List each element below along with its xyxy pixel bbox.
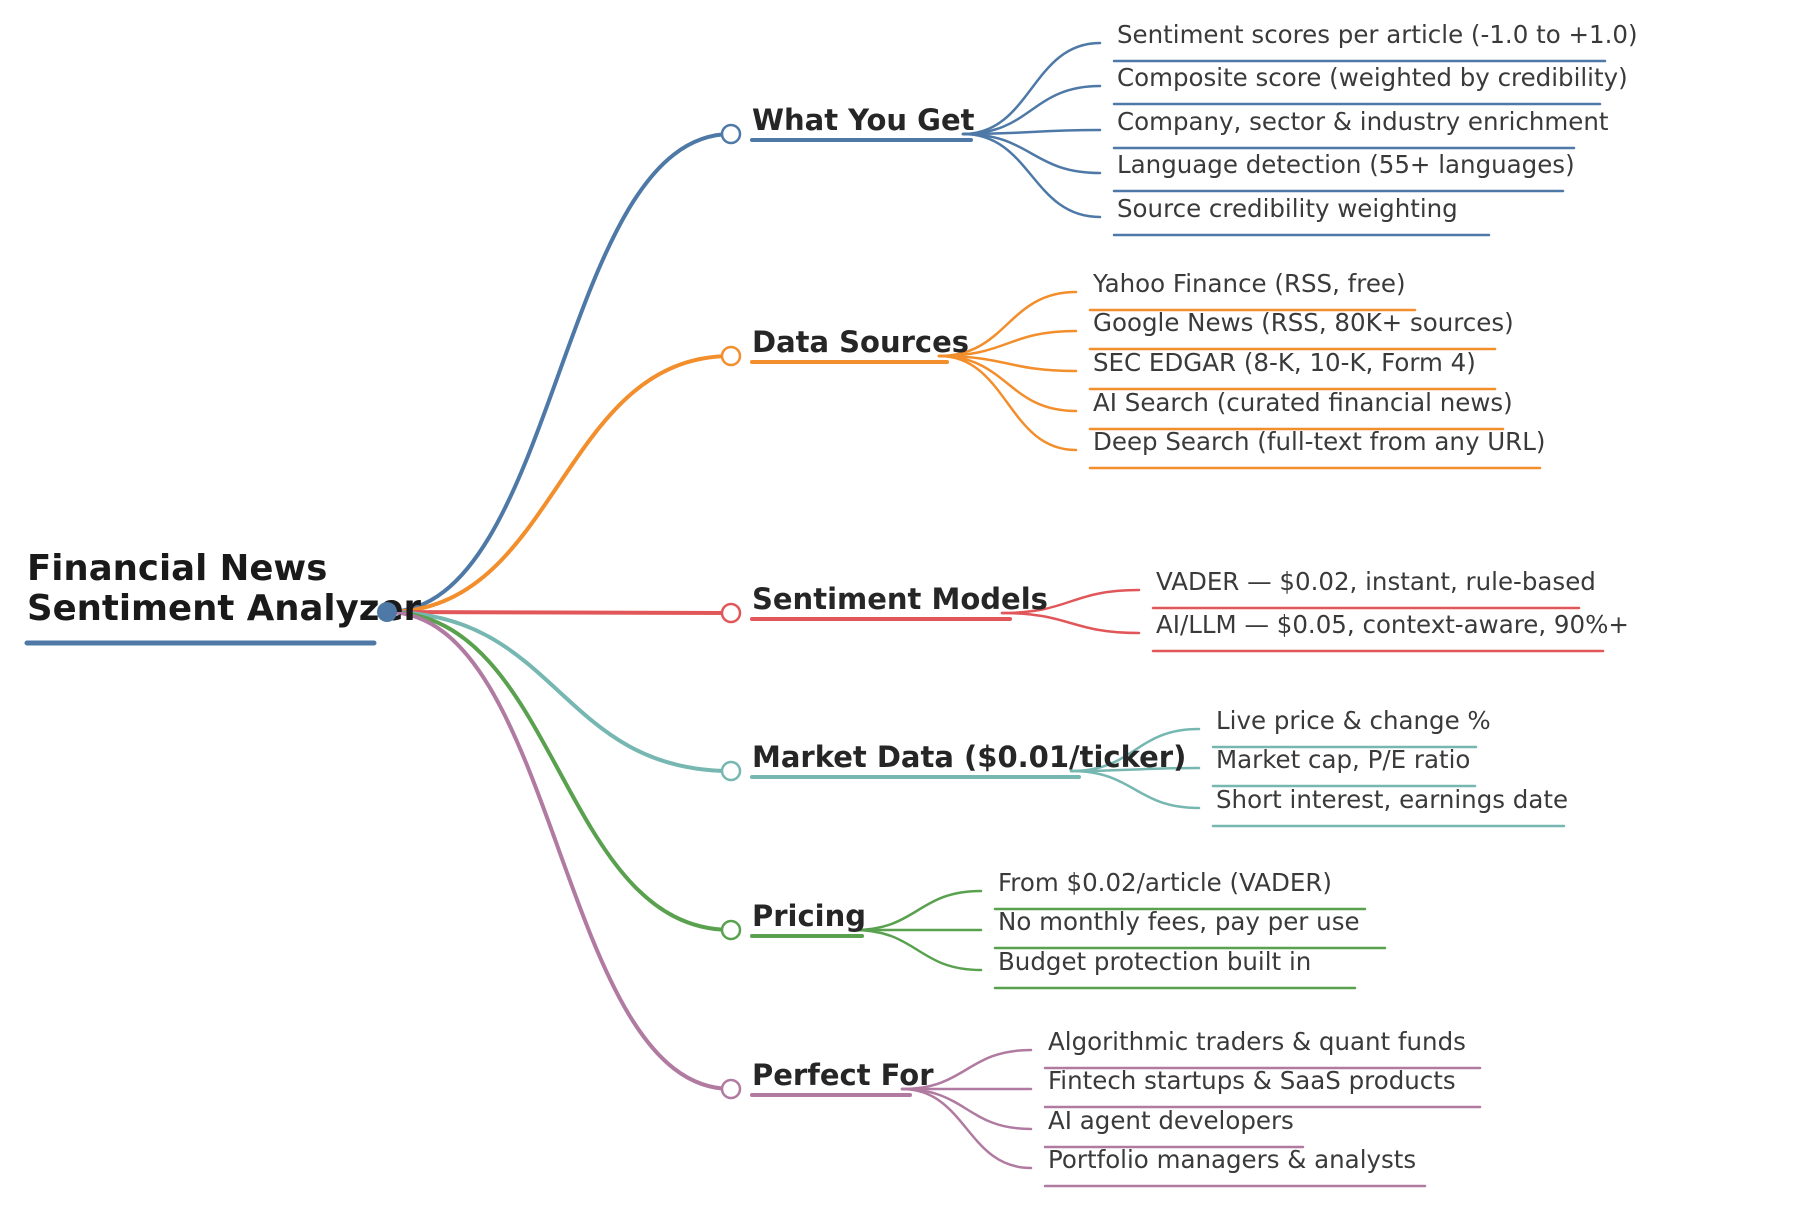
leaf-label-what-you-get: Composite score (weighted by credibility… <box>1117 63 1628 92</box>
leaf-label-what-you-get: Source credibility weighting <box>1117 194 1458 223</box>
leaf-label-what-you-get: Company, sector & industry enrichment <box>1117 107 1609 136</box>
leaf-label-what-you-get: Language detection (55+ languages) <box>1117 150 1575 179</box>
leaf-connector-data-sources <box>937 354 1078 452</box>
branch-label-pricing: Pricing <box>752 899 866 933</box>
leaf-connector-perfect-for <box>900 1048 1033 1091</box>
branch-label-what-you-get: What You Get <box>752 103 975 137</box>
connector-pricing <box>385 610 733 932</box>
leaf-label-perfect-for: Fintech startups & SaaS products <box>1048 1066 1456 1095</box>
leaf-connector-what-you-get <box>961 132 1102 175</box>
root-dot <box>377 602 397 622</box>
leaf-connector-data-sources <box>937 329 1078 358</box>
leaf-label-pricing: No monthly fees, pay per use <box>998 907 1360 936</box>
branch-node-pricing <box>720 919 742 941</box>
connector-layer <box>385 41 1201 1170</box>
connector-perfect-for <box>385 610 733 1091</box>
leaf-connector-what-you-get <box>961 128 1102 136</box>
leaf-connector-data-sources <box>937 354 1078 373</box>
branch-node-market-data <box>720 760 742 782</box>
root-node: Financial News Sentiment Analyzer <box>24 548 421 646</box>
leaf-label-perfect-for: Portfolio managers & analysts <box>1048 1145 1416 1174</box>
branch-node-sentiment-models <box>720 602 742 624</box>
leaf-label-data-sources: Deep Search (full-text from any URL) <box>1093 427 1545 456</box>
leaf-connector-market-data <box>1069 727 1201 773</box>
branch-node-perfect-for <box>720 1078 742 1100</box>
leaf-connector-market-data <box>1069 766 1201 773</box>
root-title-line-2: Sentiment Analyzer <box>27 588 421 629</box>
leaf-connector-data-sources <box>937 354 1078 413</box>
leaf-label-data-sources: Yahoo Finance (RSS, free) <box>1092 269 1406 298</box>
branch-label-sentiment-models: Sentiment Models <box>752 582 1048 616</box>
root-title-line-1: Financial News <box>27 548 327 589</box>
leaf-label-data-sources: Google News (RSS, 80K+ sources) <box>1093 308 1514 337</box>
leaf-label-pricing: From $0.02/article (VADER) <box>998 868 1332 897</box>
leaf-connector-data-sources <box>937 290 1078 358</box>
branch-node-what-you-get <box>720 123 742 145</box>
branch-label-perfect-for: Perfect For <box>752 1058 934 1092</box>
leaf-label-sentiment-models: VADER — $0.02, instant, rule-based <box>1156 567 1596 596</box>
leaf-label-data-sources: AI Search (curated financial news) <box>1093 388 1513 417</box>
leaf-label-market-data: Live price & change % <box>1216 706 1491 735</box>
leaf-label-pricing: Budget protection built in <box>998 947 1311 976</box>
leaf-label-sentiment-models: AI/LLM — $0.05, context-aware, 90%+ <box>1156 610 1629 639</box>
leaf-connector-what-you-get <box>961 132 1102 219</box>
leaf-label-perfect-for: Algorithmic traders & quant funds <box>1048 1027 1466 1056</box>
connector-what-you-get <box>385 132 733 614</box>
leaf-label-what-you-get: Sentiment scores per article (-1.0 to +1… <box>1117 20 1638 49</box>
leaf-connector-pricing <box>852 928 983 972</box>
node-layer: What You Get Sentiment scores per article… <box>720 20 1638 1188</box>
leaf-connector-perfect-for <box>900 1087 1033 1170</box>
branch-label-data-sources: Data Sources <box>752 325 969 359</box>
leaf-label-data-sources: SEC EDGAR (8-K, 10-K, Form 4) <box>1093 348 1476 377</box>
leaf-connector-pricing <box>852 889 983 932</box>
leaf-connector-perfect-for <box>900 1087 1033 1131</box>
leaf-connector-what-you-get <box>961 41 1102 136</box>
leaf-connector-sentiment-models <box>1000 588 1141 615</box>
branch-node-data-sources <box>720 345 742 367</box>
leaf-connector-what-you-get <box>961 84 1102 136</box>
leaf-label-perfect-for: AI agent developers <box>1048 1106 1294 1135</box>
leaf-label-market-data: Short interest, earnings date <box>1216 785 1568 814</box>
leaf-connector-market-data <box>1069 769 1201 810</box>
connector-data-sources <box>385 354 733 614</box>
connector-market-data <box>385 610 733 773</box>
leaf-connector-sentiment-models <box>1000 611 1141 635</box>
leaf-label-market-data: Market cap, P/E ratio <box>1216 745 1470 774</box>
branch-label-market-data: Market Data ($0.01/ticker) <box>752 740 1186 774</box>
connector-sentiment-models <box>385 610 733 615</box>
